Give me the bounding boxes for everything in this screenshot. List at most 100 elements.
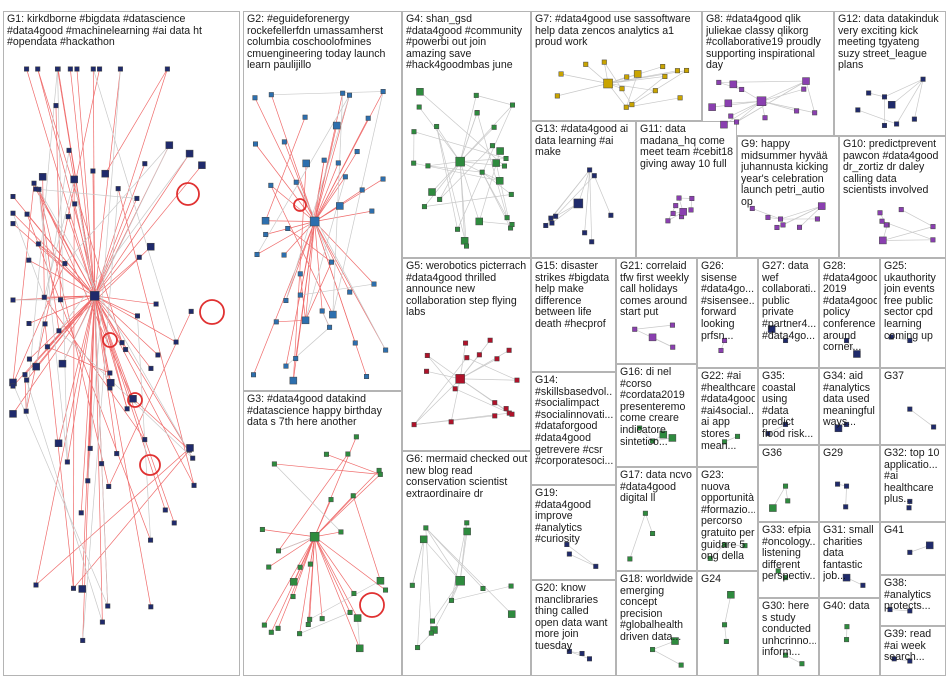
node-g1	[23, 408, 29, 414]
node-g2	[252, 141, 258, 147]
edge	[785, 654, 803, 665]
edge	[433, 580, 461, 631]
node-g11	[670, 210, 676, 216]
group-box-g26	[697, 258, 758, 368]
group-label-g39: G39: read #ai week search...	[884, 629, 932, 664]
node-g4	[501, 163, 507, 169]
node-g6	[429, 618, 435, 624]
node-g1	[80, 637, 86, 643]
group-box-g11	[636, 121, 737, 258]
node-g16	[650, 438, 656, 444]
group-box-g18	[616, 571, 697, 676]
edge	[459, 161, 467, 247]
group-label-g41: G41	[884, 525, 905, 536]
node-g8	[801, 86, 807, 92]
edge	[262, 529, 315, 538]
node-g1	[142, 161, 148, 167]
node-g9	[749, 205, 755, 211]
edge	[270, 94, 315, 222]
node-g4	[434, 123, 440, 129]
edge	[891, 336, 910, 341]
edge	[94, 163, 146, 296]
node-g1	[90, 168, 96, 174]
node-g7	[662, 73, 668, 79]
node-g6	[415, 645, 421, 651]
node-g35	[783, 421, 789, 427]
edge	[752, 208, 781, 220]
edge	[326, 453, 381, 475]
group-box-g22	[697, 368, 758, 467]
edge	[909, 408, 934, 428]
group-box-g8	[702, 11, 834, 136]
node-g9	[778, 216, 784, 222]
node-g11	[679, 208, 687, 216]
node-g5	[411, 422, 417, 428]
node-g8	[724, 99, 733, 108]
node-g4	[479, 169, 485, 175]
edge	[476, 95, 513, 106]
edge	[481, 172, 508, 218]
node-g3	[261, 622, 267, 628]
edge	[569, 651, 590, 660]
node-g4	[455, 226, 461, 232]
edge	[736, 80, 807, 123]
node-g1	[198, 161, 206, 169]
group-box-g6	[402, 451, 531, 676]
group-label-g18: G18: worldwide emerging concept precisio…	[620, 574, 694, 643]
node-g2	[283, 298, 289, 304]
node-g8	[729, 80, 738, 89]
node-g12	[894, 121, 900, 127]
node-g4	[508, 191, 514, 197]
edge	[274, 463, 342, 533]
edge	[305, 221, 315, 321]
node-g11	[665, 218, 671, 224]
edge	[94, 295, 194, 459]
node-g2	[302, 159, 310, 168]
edge	[94, 295, 118, 454]
node-g5	[514, 377, 520, 383]
edge	[287, 228, 332, 263]
node-g2	[261, 216, 270, 225]
edge	[557, 83, 609, 97]
group-label-g6: G6: mermaid checked out new blog read co…	[406, 454, 528, 500]
group-box-g27	[758, 258, 819, 368]
self-loop	[176, 182, 200, 206]
node-g25	[888, 334, 894, 340]
node-g3	[347, 609, 353, 615]
node-g19	[593, 563, 599, 569]
node-g33	[775, 568, 781, 574]
node-g2	[281, 139, 287, 145]
node-g2	[336, 202, 344, 210]
node-g1	[70, 585, 76, 591]
edge	[283, 221, 315, 256]
edge	[891, 78, 924, 106]
edge	[268, 536, 315, 568]
edge	[845, 486, 847, 507]
self-loop	[199, 299, 225, 325]
node-g32	[906, 505, 912, 511]
node-g1	[148, 537, 154, 543]
edge	[914, 79, 924, 120]
node-g2	[289, 376, 298, 385]
node-g7	[583, 61, 589, 67]
edge	[761, 100, 815, 114]
node-g6	[449, 597, 455, 603]
node-g3	[353, 614, 362, 622]
node-g2	[352, 340, 358, 346]
node-g5	[476, 352, 482, 358]
group-box-g17	[616, 467, 697, 571]
node-g9	[780, 222, 786, 228]
node-g10	[879, 236, 887, 245]
node-g3	[377, 471, 383, 477]
node-g1	[74, 66, 80, 72]
edge	[12, 263, 66, 384]
edge	[60, 295, 95, 301]
edge	[589, 169, 593, 242]
edge	[411, 539, 425, 586]
edge	[896, 79, 924, 125]
node-g3	[268, 629, 274, 635]
group-label-g4: G4: shan_gsd #data4good #community #powe…	[406, 14, 523, 72]
group-box-g2	[243, 11, 402, 391]
edge	[38, 243, 66, 264]
node-g12	[866, 90, 872, 96]
